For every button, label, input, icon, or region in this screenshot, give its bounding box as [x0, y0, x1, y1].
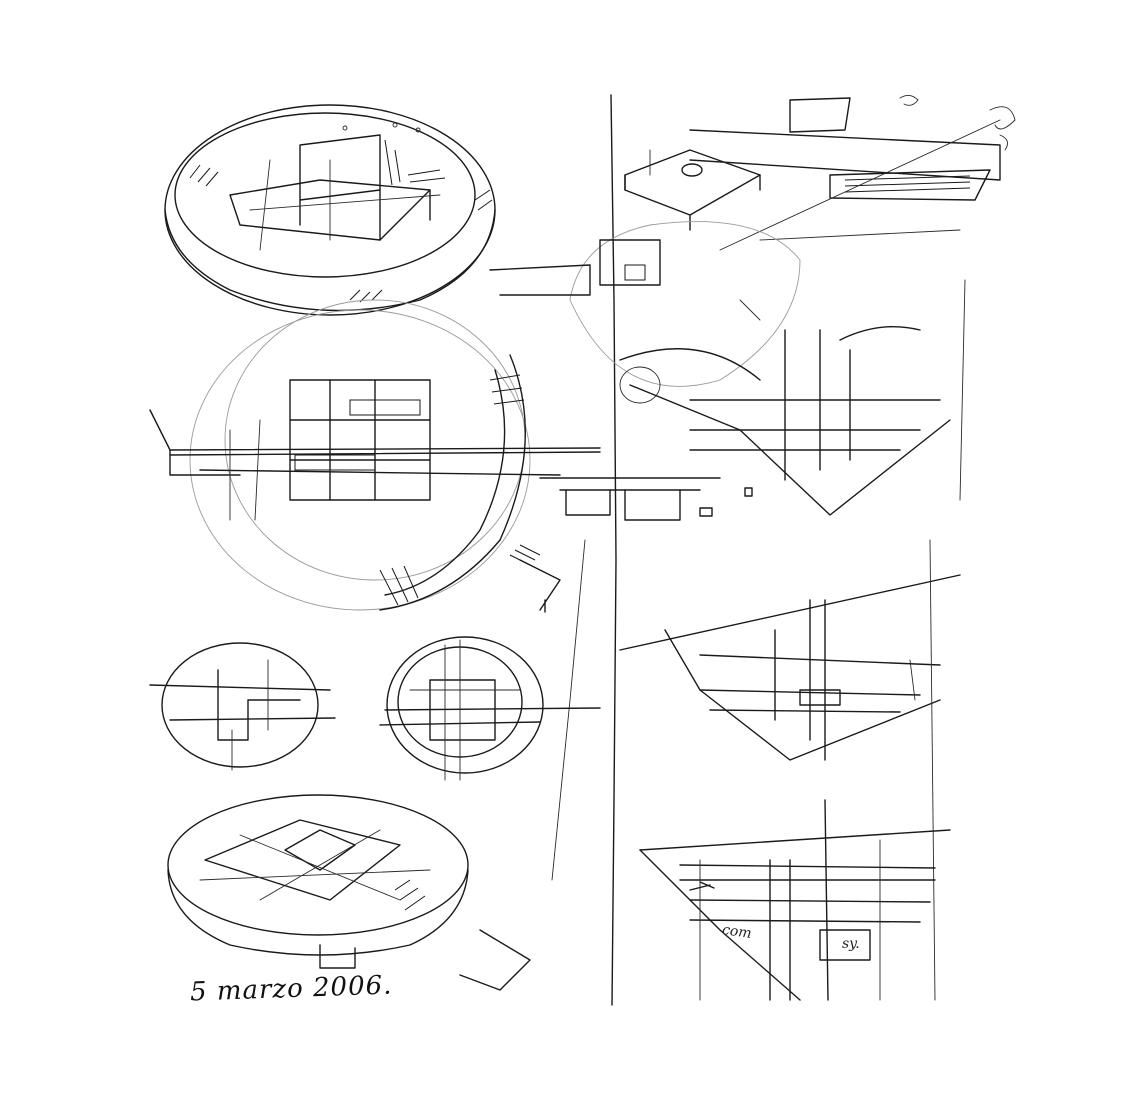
oval-platform-perspective-sketch [167, 794, 531, 991]
annotation-note-sy: sy. [842, 936, 860, 952]
section-elevation-sketch-middle [619, 539, 961, 1001]
section-elevation-sketch-lower [639, 799, 951, 1001]
elevated-slab-perspective-sketch [489, 97, 1001, 387]
vertical-divider-line [610, 94, 617, 1006]
section-elevation-sketch-upper [509, 279, 966, 613]
elliptical-platform-perspective-sketch [164, 104, 496, 316]
corner-doodles [899, 95, 1016, 151]
nested-ellipse-plan-sketch [379, 636, 601, 781]
left-vertical-guide [551, 539, 586, 881]
small-circle-plan-sketch [149, 642, 336, 771]
circular-plan-sketch [149, 299, 601, 611]
